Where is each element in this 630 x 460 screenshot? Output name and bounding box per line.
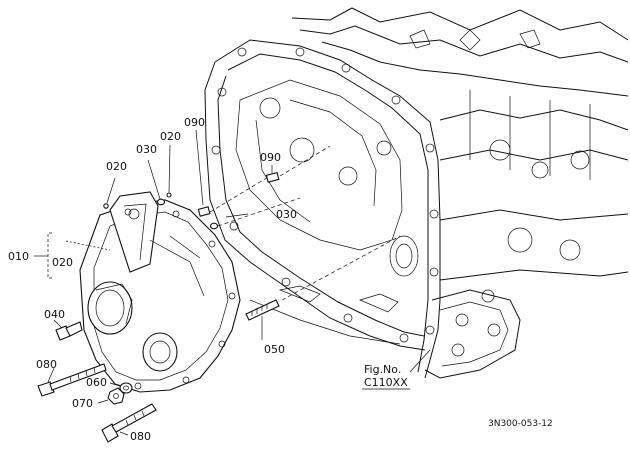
bolt-080-lower <box>101 403 157 443</box>
o-ring-030-right <box>209 222 219 230</box>
leader-lines <box>34 129 431 436</box>
clutch-housing-cover <box>79 191 241 393</box>
dowel-090-right <box>265 171 280 183</box>
callout-080-upper: 080 <box>36 358 57 371</box>
fig-ref-number: C110XX <box>364 376 408 389</box>
washer-060 <box>119 382 133 394</box>
dowel-090-left <box>197 206 211 217</box>
callout-010: 010 <box>8 250 29 263</box>
fig-ref-label: Fig.No. <box>364 363 401 376</box>
callout-labels: 010 020 020 030 020 090 090 030 040 050 … <box>8 116 297 443</box>
o-ring-030-left <box>156 198 166 206</box>
plug-040 <box>55 321 83 341</box>
nut-070 <box>107 387 125 405</box>
callout-030-left: 030 <box>136 143 157 156</box>
callout-030-right: 030 <box>276 208 297 221</box>
figure-reference: Fig.No. C110XX <box>362 363 410 390</box>
callout-090-right: 090 <box>260 151 281 164</box>
callout-020-upper: 020 <box>160 130 181 143</box>
callout-020-left: 020 <box>106 160 127 173</box>
flange-bolt-holes <box>211 47 439 343</box>
callout-020-group: 020 <box>52 256 73 269</box>
pin-020 <box>103 203 109 209</box>
callout-060: 060 <box>86 376 107 389</box>
callout-080-lower: 080 <box>130 430 151 443</box>
stud-bolt-050 <box>245 299 280 321</box>
bolt-080-upper <box>37 363 107 397</box>
callout-090-left: 090 <box>184 116 205 129</box>
drawing-code: 3N300-053-12 <box>488 419 553 429</box>
callout-040: 040 <box>44 308 65 321</box>
callout-070: 070 <box>72 397 93 410</box>
callout-050: 050 <box>264 343 285 356</box>
pin-020-upper <box>166 192 172 198</box>
transmission-case <box>204 7 629 379</box>
